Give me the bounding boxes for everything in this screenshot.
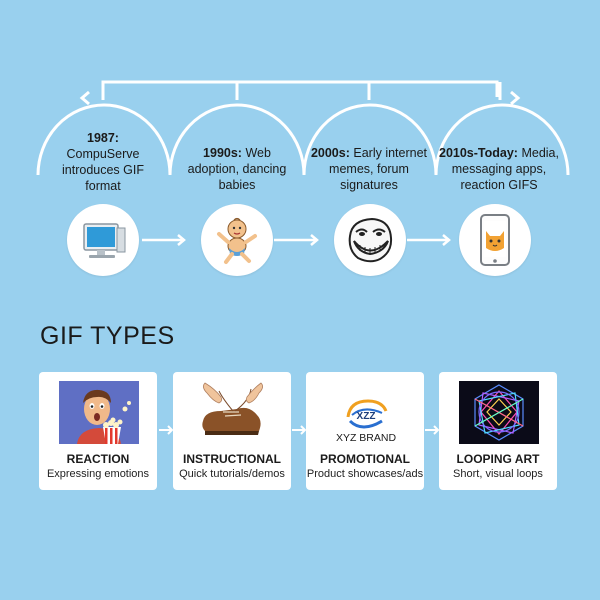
popcorn-reaction-image bbox=[59, 381, 139, 444]
era-circle-2000s bbox=[334, 204, 406, 276]
geometric-loop-image bbox=[459, 381, 539, 444]
section-title: GIF TYPES bbox=[40, 322, 175, 350]
era-text-1990s: 1990s: Web adoption, dancing babies bbox=[178, 145, 296, 193]
xyz-brand-logo: XZZ XYZ BRAND bbox=[326, 381, 406, 444]
right-chevron-icon bbox=[510, 90, 521, 106]
trollface-icon bbox=[348, 217, 393, 263]
card-subtitle: Quick tutorials/demos bbox=[179, 468, 285, 480]
era-description: CompuServe introduces GIF format bbox=[62, 147, 144, 193]
era-circle-1987 bbox=[67, 204, 139, 276]
arrow-icon bbox=[425, 425, 440, 435]
card-promotional: XZZ XYZ BRAND PROMOTIONAL Product showca… bbox=[306, 372, 424, 490]
era-description: Web adoption, dancing babies bbox=[187, 146, 287, 192]
card-looping-art: LOOPING ART Short, visual loops bbox=[439, 372, 557, 490]
logo-text: XZZ bbox=[357, 411, 376, 422]
card-title: INSTRUCTIONAL bbox=[183, 452, 281, 466]
era-text-1987: 1987: CompuServe introduces GIF format bbox=[44, 130, 162, 194]
card-subtitle: Expressing emotions bbox=[46, 468, 150, 480]
card-subtitle: Product showcases/ads bbox=[306, 468, 424, 480]
era-year: 2010s-Today: bbox=[439, 146, 518, 160]
era-year: 2000s: bbox=[310, 146, 350, 160]
card-title: PROMOTIONAL bbox=[320, 452, 410, 466]
computer-icon bbox=[83, 223, 126, 258]
smartphone-cat-icon bbox=[480, 214, 510, 266]
card-title: LOOPING ART bbox=[456, 452, 540, 466]
era-description: Media, messaging apps, reaction GIFS bbox=[451, 146, 559, 192]
card-title: REACTION bbox=[66, 452, 130, 466]
left-chevron-icon bbox=[79, 90, 90, 106]
timeline-lines bbox=[36, 80, 570, 246]
era-description: Early internet memes, forum signatures bbox=[329, 146, 428, 192]
arrow-icon bbox=[159, 425, 174, 435]
dancing-baby-icon bbox=[217, 217, 257, 264]
era-year: 1987: bbox=[87, 131, 119, 145]
era-circle-1990s bbox=[201, 204, 273, 276]
era-text-2000s: 2000s: Early internet memes, forum signa… bbox=[310, 145, 428, 193]
brand-text: XYZ BRAND bbox=[336, 432, 397, 444]
arrow-icon bbox=[292, 425, 307, 435]
card-instructional: INSTRUCTIONAL Quick tutorials/demos bbox=[173, 372, 291, 490]
era-year: 1990s: bbox=[203, 146, 242, 160]
era-text-2010s: 2010s-Today: Media, messaging apps, reac… bbox=[436, 145, 562, 193]
era-circle-2010s bbox=[459, 204, 531, 276]
card-reaction: REACTION Expressing emotions bbox=[39, 372, 157, 490]
shoe-lacing-image bbox=[193, 381, 273, 444]
card-subtitle: Short, visual loops bbox=[453, 468, 543, 480]
